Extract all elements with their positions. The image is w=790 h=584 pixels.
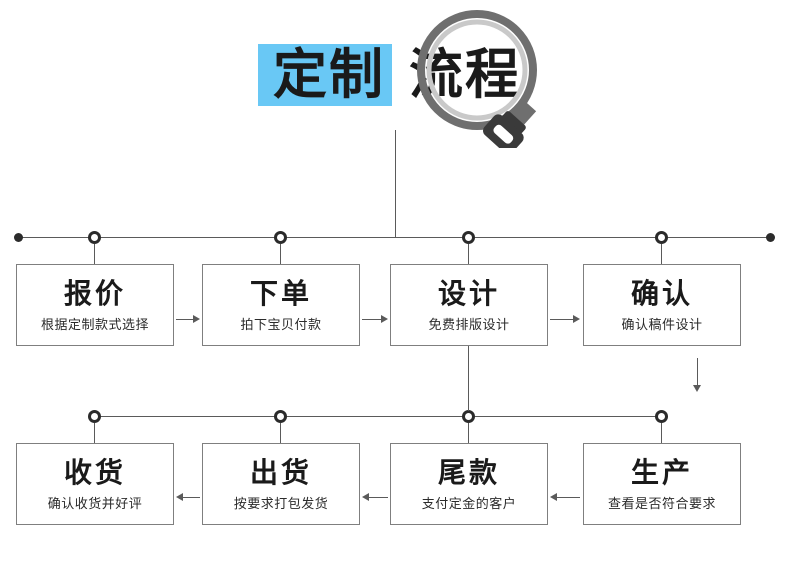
- stem-node-1: [94, 244, 95, 264]
- step-title: 报价: [63, 278, 126, 309]
- arrow-right-icon-3: [550, 312, 580, 326]
- stem-node-8: [661, 423, 662, 443]
- step-subtitle: 确认稿件设计: [621, 317, 703, 332]
- step-subtitle: 支付定金的客户: [421, 496, 517, 511]
- arrow-left-icon-2: [362, 490, 388, 504]
- arrow-down-icon: [690, 358, 704, 392]
- stem-node-3: [468, 244, 469, 264]
- title-area: 定制 流程: [0, 0, 790, 200]
- step-box-baojia[interactable]: 报价 根据定制款式选择: [16, 264, 174, 346]
- stem-node-6: [280, 423, 281, 443]
- step-title: 生产: [630, 457, 693, 488]
- step-title: 确认: [630, 278, 693, 309]
- magnifier-icon: [417, 10, 537, 148]
- rail-node-6: [274, 410, 287, 423]
- step-box-weikuan[interactable]: 尾款 支付定金的客户: [390, 443, 548, 525]
- step-title: 设计: [437, 278, 500, 309]
- step-subtitle: 按要求打包发货: [233, 496, 329, 511]
- step-box-xiadan[interactable]: 下单 拍下宝贝付款: [202, 264, 360, 346]
- rail-node-7: [462, 410, 475, 423]
- rail-node-5: [88, 410, 101, 423]
- step-title: 出货: [249, 457, 312, 488]
- step-box-chuhuo[interactable]: 出货 按要求打包发货: [202, 443, 360, 525]
- arrow-right-icon-1: [176, 312, 200, 326]
- arrow-left-icon-3: [550, 490, 580, 504]
- step-subtitle: 根据定制款式选择: [40, 317, 149, 332]
- step-subtitle: 免费排版设计: [428, 317, 510, 332]
- step-title: 尾款: [437, 457, 500, 488]
- arrow-left-icon-1: [176, 490, 200, 504]
- rail-cap-right-row1: [766, 233, 775, 242]
- step-box-queren[interactable]: 确认 确认稿件设计: [583, 264, 741, 346]
- arrow-right-icon-2: [362, 312, 388, 326]
- rail-cap-left-row1: [14, 233, 23, 242]
- stem-node-4: [661, 244, 662, 264]
- rail-node-4: [655, 231, 668, 244]
- rail-row2: [90, 416, 668, 417]
- rail-node-2: [274, 231, 287, 244]
- step-title: 收货: [63, 457, 126, 488]
- page-title-part1: 定制: [273, 45, 385, 105]
- step-box-sheji[interactable]: 设计 免费排版设计: [390, 264, 548, 346]
- step-subtitle: 查看是否符合要求: [607, 496, 716, 511]
- step-box-shouhuo[interactable]: 收货 确认收货并好评: [16, 443, 174, 525]
- title-stem: [395, 130, 396, 237]
- stem-node-7: [468, 423, 469, 443]
- rail-node-3: [462, 231, 475, 244]
- step-subtitle: 拍下宝贝付款: [240, 317, 322, 332]
- title-highlight-block: [258, 44, 392, 106]
- step-title: 下单: [249, 278, 312, 309]
- step-box-shengchan[interactable]: 生产 查看是否符合要求: [583, 443, 741, 525]
- rail-node-1: [88, 231, 101, 244]
- stem-node-2: [280, 244, 281, 264]
- stem-node-5: [94, 423, 95, 443]
- stem-sheji-down: [468, 346, 469, 411]
- rail-node-8: [655, 410, 668, 423]
- rail-row1: [16, 237, 774, 238]
- step-subtitle: 确认收货并好评: [47, 496, 143, 511]
